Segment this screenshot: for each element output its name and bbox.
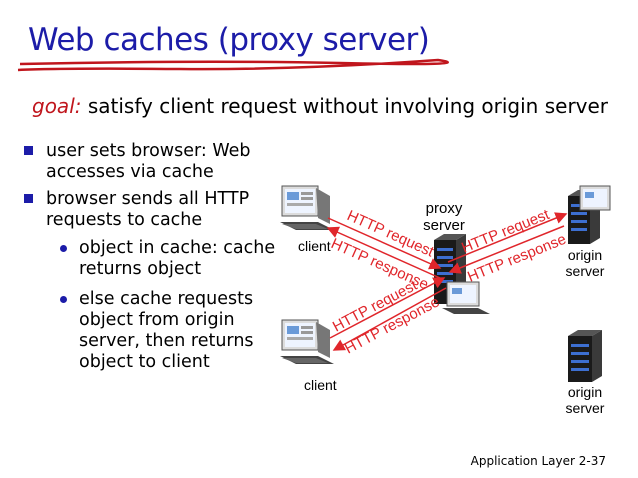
origin-top-label: origin server bbox=[560, 247, 610, 279]
arrow-client1-response bbox=[326, 226, 441, 279]
bullet-line: user sets browser: Web bbox=[46, 141, 251, 161]
arrow-client1-request bbox=[327, 217, 442, 270]
origin-label-line: origin bbox=[567, 247, 603, 263]
slide-title: Web caches (proxy server) bbox=[28, 22, 430, 58]
bullet-square-icon bbox=[24, 146, 33, 155]
goal-line: goal: satisfy client request without inv… bbox=[32, 94, 608, 118]
client-top-label: client bbox=[298, 238, 331, 254]
proxy-label: proxy server bbox=[414, 200, 474, 234]
arrow-client2-response bbox=[332, 287, 447, 351]
origin-label-line: origin bbox=[567, 384, 603, 400]
sub-bullet-line: object from origin bbox=[79, 310, 235, 330]
sub-bullet-line: object in cache: cache bbox=[79, 238, 276, 258]
origin-label-line: server bbox=[565, 263, 605, 279]
origin-label-line: server bbox=[565, 400, 605, 416]
underline-stroke bbox=[17, 58, 449, 72]
slide-footer: Application Layer 2-37 bbox=[470, 454, 606, 468]
client-computer-icon bbox=[280, 185, 334, 230]
origin-bottom-label: origin server bbox=[560, 384, 610, 416]
bullet-dot-icon bbox=[60, 245, 67, 252]
bullet-line: requests to cache bbox=[46, 210, 203, 230]
bullet-line: accesses via cache bbox=[46, 162, 214, 182]
goal-text: satisfy client request without involving… bbox=[87, 94, 609, 118]
sub-bullet-line: else cache requests bbox=[79, 289, 254, 309]
client-bottom-label: client bbox=[304, 377, 337, 393]
sub-bullet-line: server, then returns bbox=[79, 331, 254, 351]
proxy-label-line: server bbox=[423, 217, 465, 234]
arrow-origin-request bbox=[447, 212, 568, 263]
origin-server-icon bbox=[568, 330, 602, 382]
proxy-label-line: proxy bbox=[425, 200, 463, 217]
sub-bullet-line: returns object bbox=[79, 259, 202, 279]
goal-label: goal: bbox=[32, 94, 82, 118]
sub-bullet-line: object to client bbox=[79, 352, 210, 372]
bullet-square-icon bbox=[24, 194, 33, 203]
bullet-line: browser sends all HTTP bbox=[46, 189, 250, 209]
origin-server-icon bbox=[568, 185, 611, 244]
title-underline bbox=[17, 58, 449, 72]
bullet-dot-icon bbox=[60, 296, 67, 303]
arrow-client2-request bbox=[329, 277, 446, 339]
client-computer-icon bbox=[280, 319, 334, 364]
arrow-origin-response bbox=[448, 225, 565, 274]
